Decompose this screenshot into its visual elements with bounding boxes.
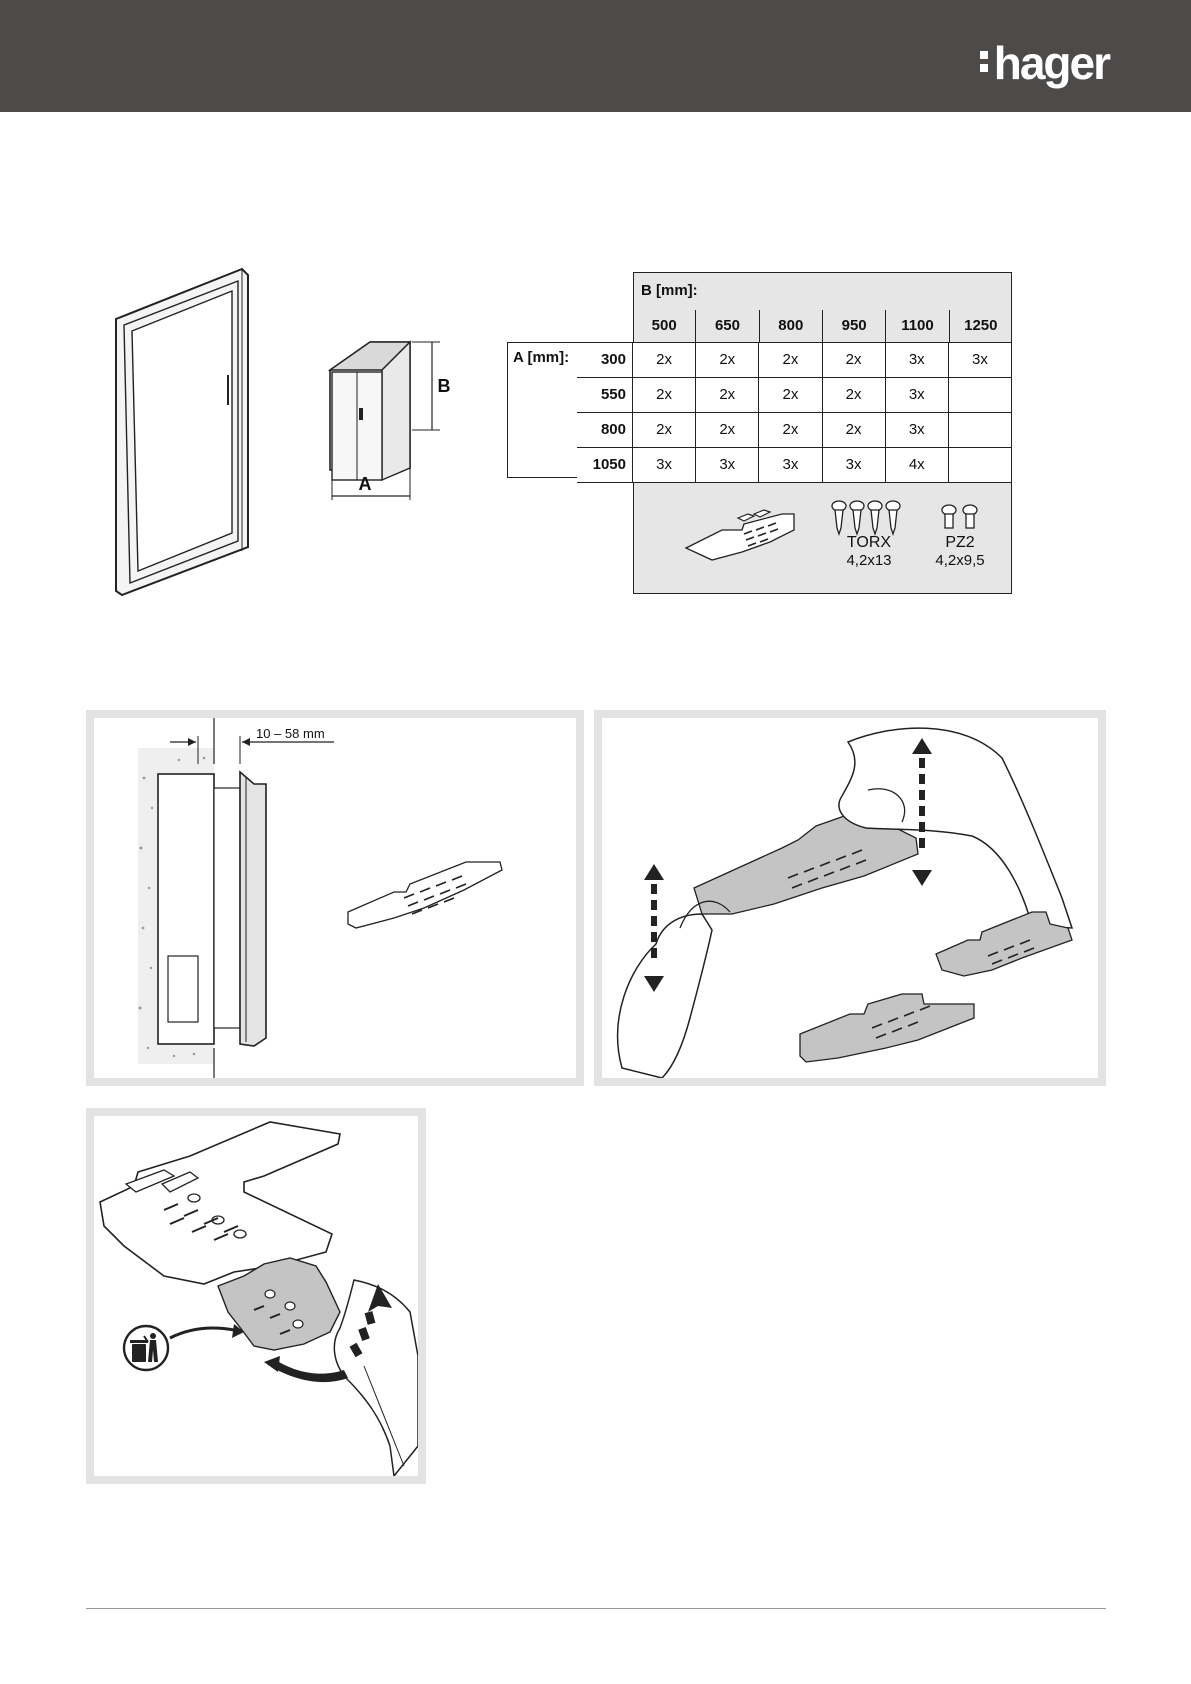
table-cell: 4x <box>886 448 949 482</box>
table-cell: 2x <box>696 378 759 412</box>
table-row: 800 2x 2x 2x 2x 3x <box>577 412 1012 447</box>
table-row: 300 2x 2x 2x 2x 3x 3x <box>577 342 1012 377</box>
b-header: B [mm]: <box>641 282 698 299</box>
table-cell: 2x <box>759 413 822 447</box>
table-cell <box>949 413 1012 447</box>
a-value: 1050 <box>577 448 633 482</box>
table-cell: 2x <box>696 343 759 377</box>
table-cell: 2x <box>823 413 886 447</box>
a-value: 300 <box>577 343 633 377</box>
b-value: 1250 <box>950 310 1012 342</box>
cabinet-illustration: A B <box>320 330 450 505</box>
dimension-b-label: B <box>438 376 451 396</box>
mounting-depth-label: 10 – 58 mm <box>256 726 325 741</box>
table-cell: 2x <box>823 378 886 412</box>
torx-size: 4,2x13 <box>819 552 919 569</box>
step-panel-cut-excess <box>86 1108 426 1484</box>
table-cell: 3x <box>886 378 949 412</box>
table-cell: 3x <box>823 448 886 482</box>
brand-name: hager <box>994 37 1109 89</box>
b-value: 800 <box>760 310 823 342</box>
step-panel-mounting-depth: 10 – 58 mm <box>86 710 584 1086</box>
b-value: 950 <box>823 310 886 342</box>
pz2-label: PZ2 <box>920 534 1000 552</box>
table-cell: 3x <box>696 448 759 482</box>
table-cell: 3x <box>949 343 1012 377</box>
b-value: 500 <box>633 310 696 342</box>
mounting-bracket-icon <box>682 504 812 564</box>
torx-label: TORX <box>819 534 919 552</box>
table-cell: 2x <box>633 413 696 447</box>
table-cell: 3x <box>886 413 949 447</box>
table-cell: 3x <box>633 448 696 482</box>
b-values-row: 500 650 800 950 1100 1250 <box>633 310 1012 342</box>
a-value: 550 <box>577 378 633 412</box>
pz2-screws-icon <box>938 504 982 530</box>
b-value: 1100 <box>886 310 949 342</box>
table-cell: 2x <box>759 343 822 377</box>
dimension-a-label: A <box>359 474 372 494</box>
table-cell: 2x <box>696 413 759 447</box>
torx-screws-icon <box>829 500 909 538</box>
header-bar: hager <box>0 0 1191 112</box>
table-row: 550 2x 2x 2x 2x 3x <box>577 377 1012 412</box>
table-cell: 2x <box>759 378 822 412</box>
door-frame-illustration <box>110 265 255 600</box>
table-body: 300 2x 2x 2x 2x 3x 3x 550 2x 2x 2x 2x 3x… <box>577 342 1012 483</box>
step-panel-split-brackets <box>594 710 1106 1086</box>
table-cell: 2x <box>633 378 696 412</box>
table-row: 1050 3x 3x 3x 3x 4x <box>577 447 1012 483</box>
b-value: 650 <box>696 310 759 342</box>
table-cell: 3x <box>886 343 949 377</box>
table-cell: 2x <box>823 343 886 377</box>
table-cell <box>949 448 1012 482</box>
table-cell <box>949 378 1012 412</box>
table-cell: 3x <box>759 448 822 482</box>
pz2-size: 4,2x9,5 <box>920 552 1000 569</box>
table-cell: 2x <box>633 343 696 377</box>
a-value: 800 <box>577 413 633 447</box>
quantity-table: B [mm]: 500 650 800 950 1100 1250 A [mm]… <box>507 272 1012 594</box>
hager-logo: hager <box>980 40 1109 86</box>
footer-divider <box>86 1608 1106 1609</box>
logo-colon-mark <box>980 51 990 77</box>
